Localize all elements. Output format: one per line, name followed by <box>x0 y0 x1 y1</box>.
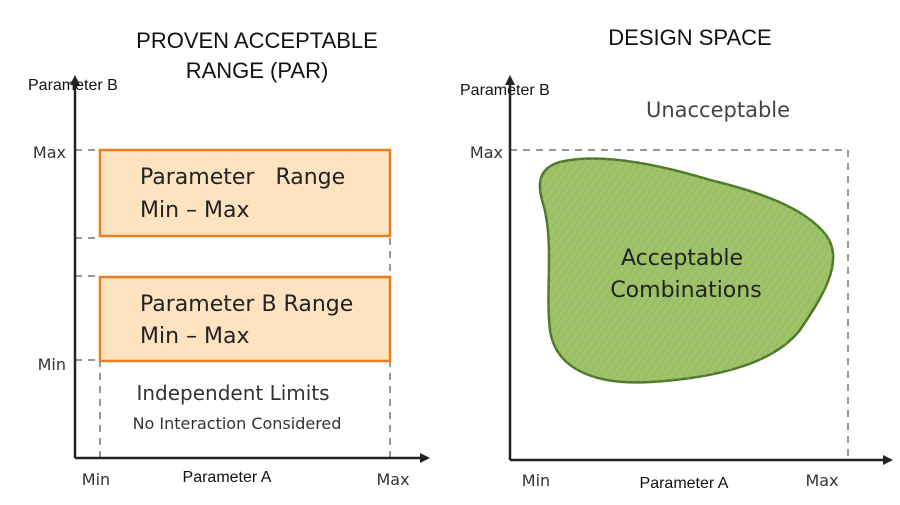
par-range-box-bottom <box>98 275 392 363</box>
par-range-box-top <box>98 148 392 238</box>
ds-title: DESIGN SPACE <box>608 25 771 50</box>
design-space-panel: DESIGN SPACE Parameter B Unacceptable Ma… <box>460 25 893 492</box>
par-note-sub: No Interaction Considered <box>133 414 342 433</box>
par-title-line2: RANGE (PAR) <box>186 58 329 83</box>
ds-y-tick-max: Max <box>470 143 503 162</box>
ds-x-axis-label: Parameter A <box>640 475 729 492</box>
par-x-tick-max: Max <box>376 470 409 489</box>
ds-y-axis-label: Parameter B <box>460 82 550 99</box>
acceptable-region-hatch <box>539 158 834 383</box>
par-range-bottom-line2: Min – Max <box>140 324 250 349</box>
par-x-axis-label: Parameter A <box>183 469 272 486</box>
par-note-main: Independent Limits <box>136 381 329 405</box>
ds-unacceptable-label: Unacceptable <box>646 98 790 122</box>
ds-x-tick-min: Min <box>522 471 550 490</box>
par-range-bottom-line1: Parameter B Range <box>140 292 353 317</box>
par-y-tick-min: Min <box>38 355 66 374</box>
ds-region-line1: Acceptable <box>621 246 743 271</box>
ds-x-tick-max: Max <box>805 471 838 490</box>
par-x-tick-min: Min <box>82 470 110 489</box>
par-y-axis-label: Parameter B <box>28 77 118 94</box>
par-y-tick-max: Max <box>33 143 66 162</box>
par-range-top-line1: Parameter Range <box>140 165 345 190</box>
par-panel: PROVEN ACCEPTABLE RANGE (PAR) Parameter … <box>28 28 430 489</box>
par-range-top-line2: Min – Max <box>140 198 250 223</box>
ds-region-line2: Combinations <box>610 278 761 303</box>
par-title-line1: PROVEN ACCEPTABLE <box>136 28 378 53</box>
